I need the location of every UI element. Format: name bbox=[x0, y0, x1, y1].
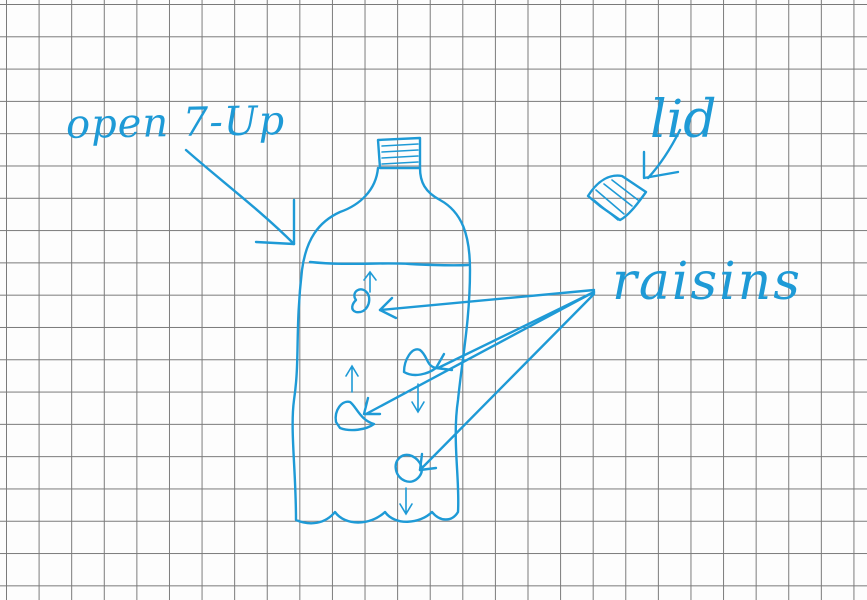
raisins-label: raisins bbox=[612, 252, 802, 312]
bottle-label: open 7-Up bbox=[66, 98, 286, 148]
bottle-label-arrow bbox=[186, 150, 294, 244]
raisin-pointer-arrows bbox=[364, 290, 594, 470]
raisin-top bbox=[352, 272, 376, 312]
raisin-bottom bbox=[396, 455, 422, 514]
bottle-outline bbox=[293, 168, 470, 523]
lid-label: lid bbox=[650, 90, 717, 150]
raisin-middle-right bbox=[404, 349, 436, 412]
liquid-level-line bbox=[310, 262, 468, 265]
lid-drawing bbox=[588, 176, 646, 220]
bottle-cap bbox=[378, 138, 420, 168]
